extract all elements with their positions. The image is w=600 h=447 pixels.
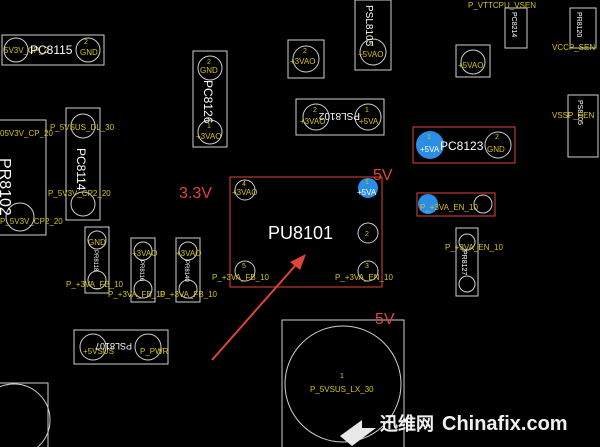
annotation-5v-top: 5V: [373, 167, 393, 184]
pu8101-pin3-net: P_+3VA_EN_10: [335, 273, 393, 282]
pr8116-net-bottom: P_+3VA_FB_10: [108, 290, 166, 299]
watermark-cn: 迅维网: [380, 413, 434, 434]
pu8101-pin2-num: 2: [365, 231, 369, 238]
psl8105-pin2: 2: [303, 48, 307, 55]
pc8115-ref: PC8115: [30, 43, 73, 57]
pc8214-net: P_VTTCPU_VSEN: [468, 1, 536, 10]
pr8118[interactable]: GND PR8118 P_+3VA_FB_10: [66, 226, 124, 294]
pr8127[interactable]: PR8127 P_+3VA_EN_10: [445, 227, 503, 297]
annotation-arrow: [211, 254, 306, 361]
pu8101-pin3-num: 3: [365, 263, 369, 270]
pc8126-net-top: GND: [200, 66, 218, 75]
pl8101[interactable]: 1 P_5VSUS_LX_30: [281, 319, 405, 447]
annotation-3v3: 3.3V: [179, 185, 212, 202]
pr8119-pin-highlighted[interactable]: [418, 194, 438, 214]
psl8102-net-left: +3VAO: [300, 117, 325, 126]
ps8105-ref: PS8105: [576, 100, 583, 125]
psl8102-pin2: 2: [313, 107, 317, 114]
pr8140[interactable]: +3VAO PR8140 P_+3VA_FB_10: [160, 237, 218, 303]
pc8123[interactable]: 1 +5VA 2 GND PC8123: [412, 126, 516, 164]
pu8101-pin5-num: 5: [242, 263, 246, 270]
pr8116-net-top: +3VAO: [132, 249, 157, 258]
pc8214[interactable]: PC8214 P_VTTCPU_VSEN: [468, 1, 536, 49]
pc8214-ref: PC8214: [510, 12, 517, 37]
pc8123-pin1-highlighted[interactable]: [416, 131, 444, 159]
ps8105-net: VSSP_SEN: [552, 111, 594, 120]
psl8107-ref: PSL8107: [95, 341, 132, 351]
pc8126-pin1: 1: [207, 123, 211, 130]
pr8120[interactable]: PR8120 VCCP_SEN: [552, 7, 597, 52]
pu8101-pin4-num: 4: [242, 181, 246, 188]
pc8126-pin2: 2: [207, 59, 211, 66]
pc8114-ref: PC8114: [74, 148, 88, 191]
pc8123-ref: PC8123: [440, 139, 484, 153]
pr8119-net: P_+3VA_EN_10: [420, 203, 478, 212]
pc8115-net-right: GND: [80, 48, 98, 57]
pc8123-pin2: 2: [495, 134, 499, 141]
pl8101-net: P_5VSUS_LX_30: [310, 385, 374, 394]
pc8123-pin1: 1: [427, 134, 431, 141]
pr8119[interactable]: P_+3VA_EN_10: [416, 192, 496, 217]
watermark-logo-icon: [340, 420, 376, 446]
pr8127-net: P_+3VA_EN_10: [445, 243, 503, 252]
psl8105-net-top: +3VAO: [290, 57, 315, 66]
pr8120-net: VCCP_SEN: [552, 43, 595, 52]
bottom-left-pad: [0, 382, 51, 447]
pr8140-net-bottom: P_+3VA_FB_10: [160, 290, 218, 299]
pu8101-pin4-net: +3VAO: [232, 188, 257, 197]
pc8126-ref: PC8126: [201, 80, 215, 124]
svg-text:+5VAO: +5VAO: [458, 61, 483, 70]
pl8101-pin: 1: [340, 373, 344, 380]
psl8107[interactable]: +5VSUS P_PWR PSL8107: [73, 329, 169, 365]
psl8105-net-bottom: +5VAO: [358, 50, 383, 59]
pr8118-net-bottom: P_+3VA_FB_10: [66, 280, 124, 289]
psl8102-net-right: +5VA: [359, 117, 379, 126]
pu8101-pin1-net: +5VA: [357, 188, 377, 197]
psl8102[interactable]: 2 +3VAO 1 +5VA PSL8102: [295, 98, 385, 136]
pu8101-pin5-net: P_+3VA_FB_10: [212, 273, 270, 282]
pc8114-net-bottom: P_5V3V_CP2_20: [48, 189, 111, 198]
psl8107-net-right: P_PWR: [140, 347, 169, 356]
pu8101[interactable]: 4 +3VAO 1 +5VA 2 5 P_+3VA_FB_10 3 P_+3VA…: [212, 176, 393, 288]
pc8114-net-top: P_5VSUS_DL_30: [50, 123, 115, 132]
psl8102-ref: PSL8102: [318, 110, 360, 121]
psl8107-net-left: +5VSUS: [83, 347, 114, 356]
pu8101-pin1-highlighted[interactable]: [358, 178, 378, 198]
psl8102-pin1: 1: [365, 107, 369, 114]
pc8123-net-right: GND: [487, 145, 505, 154]
pc8123-net-left: +5VA: [420, 145, 440, 154]
pr8102-ref: PR8102: [0, 158, 13, 216]
pr8102[interactable]: PR8102 P_5V3V_CP2_20: [0, 119, 63, 236]
pc8114[interactable]: P_5VSUS_DL_30 05V3V_CP_20 P_5V3V_CP2_20 …: [0, 107, 115, 221]
pr8118-ref: PR8118: [92, 250, 98, 272]
pc8115[interactable]: 2 5V3V_CP_2 GND PC8115: [1, 34, 105, 66]
small-part-top-right: +5VAO: [455, 44, 491, 78]
pc8126-net-bottom: +3VAO: [196, 132, 221, 141]
pr8116[interactable]: +3VAO PR8116 P_+3VA_FB_10: [108, 237, 166, 303]
pr8140-ref: PR8140: [183, 260, 189, 282]
pu8101-ref: PU8101: [268, 223, 333, 243]
pr8140-net-top: +3VAO: [176, 249, 201, 258]
pu8101-pin1-num: 1: [365, 179, 369, 186]
pc8114-net-left: 05V3V_CP_20: [0, 129, 53, 138]
psl8105-ref: PSL8105: [363, 5, 374, 47]
annotation-5v-bottom: 5V: [375, 311, 395, 328]
watermark-en: Chinafix.com: [442, 413, 568, 435]
pr8102-net: P_5V3V_CP2_20: [0, 217, 63, 226]
ps8105[interactable]: PS8105 VSSP_SEN: [552, 94, 599, 158]
pc8115-net-left: 5V3V_CP_2: [4, 46, 49, 55]
pr8118-net-top: GND: [88, 238, 106, 247]
pc8126[interactable]: 2 GND 1 +3VAO PC8126: [192, 50, 228, 148]
psl8105[interactable]: 2 +3VAO 1 +5VAO PSL8105: [287, 0, 392, 79]
pc8115-pin2: 2: [84, 39, 88, 46]
watermark: 迅维网 Chinafix.com: [340, 413, 568, 446]
pr8116-ref: PR8116: [138, 260, 144, 282]
pr8127-ref: PR8127: [460, 250, 467, 275]
pr8120-ref: PR8120: [575, 12, 582, 37]
psl8105-pin1: 1: [370, 41, 374, 48]
